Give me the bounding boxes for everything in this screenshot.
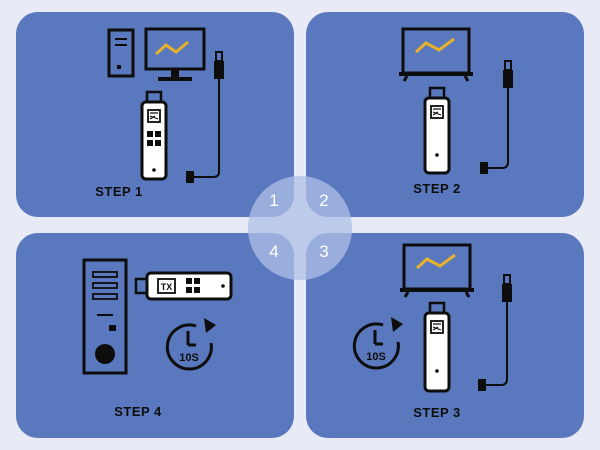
timer-icon: 10S <box>352 317 403 370</box>
timer-text: 10S <box>179 352 199 364</box>
step-1-panel: STEP 1 <box>16 12 294 217</box>
tv-icon <box>400 243 474 298</box>
step-number-1: 1 <box>269 191 279 210</box>
step-number-2: 2 <box>319 191 329 210</box>
step-3-panel: 10S STEP 3 <box>306 233 584 438</box>
step-3-label: STEP 3 <box>413 405 461 420</box>
step-4-illustration: TX 10S <box>82 258 233 375</box>
timer-text: 10S <box>366 351 386 363</box>
tx-text: TX <box>161 282 173 292</box>
tx-dongle-icon <box>140 90 168 181</box>
pc-tower-icon <box>82 258 128 375</box>
tv-icon <box>399 27 473 82</box>
usb-cable-icon <box>480 60 513 174</box>
monitor-icon <box>144 27 206 81</box>
step-1-illustration <box>107 27 224 183</box>
rx-dongle-icon <box>423 301 451 393</box>
step-order-circle <box>248 176 352 280</box>
step-number-3: 3 <box>319 242 329 261</box>
tx-dongle-icon: TX <box>134 271 233 301</box>
step-1-label: STEP 1 <box>95 184 143 199</box>
step-4-panel: TX 10S STEP 4 <box>16 233 294 438</box>
step-number-4: 4 <box>269 242 279 261</box>
pc-tower-icon <box>107 28 135 78</box>
step-2-label: STEP 2 <box>413 181 461 196</box>
rx-dongle-icon <box>423 86 451 175</box>
usb-cable-icon <box>186 51 224 183</box>
step-4-label: STEP 4 <box>114 404 162 419</box>
usb-cable-icon <box>478 274 512 391</box>
step-2-illustration <box>399 27 513 175</box>
step-2-panel: STEP 2 <box>306 12 584 217</box>
timer-icon: 10S <box>165 318 216 371</box>
step-3-illustration: 10S <box>352 243 512 393</box>
